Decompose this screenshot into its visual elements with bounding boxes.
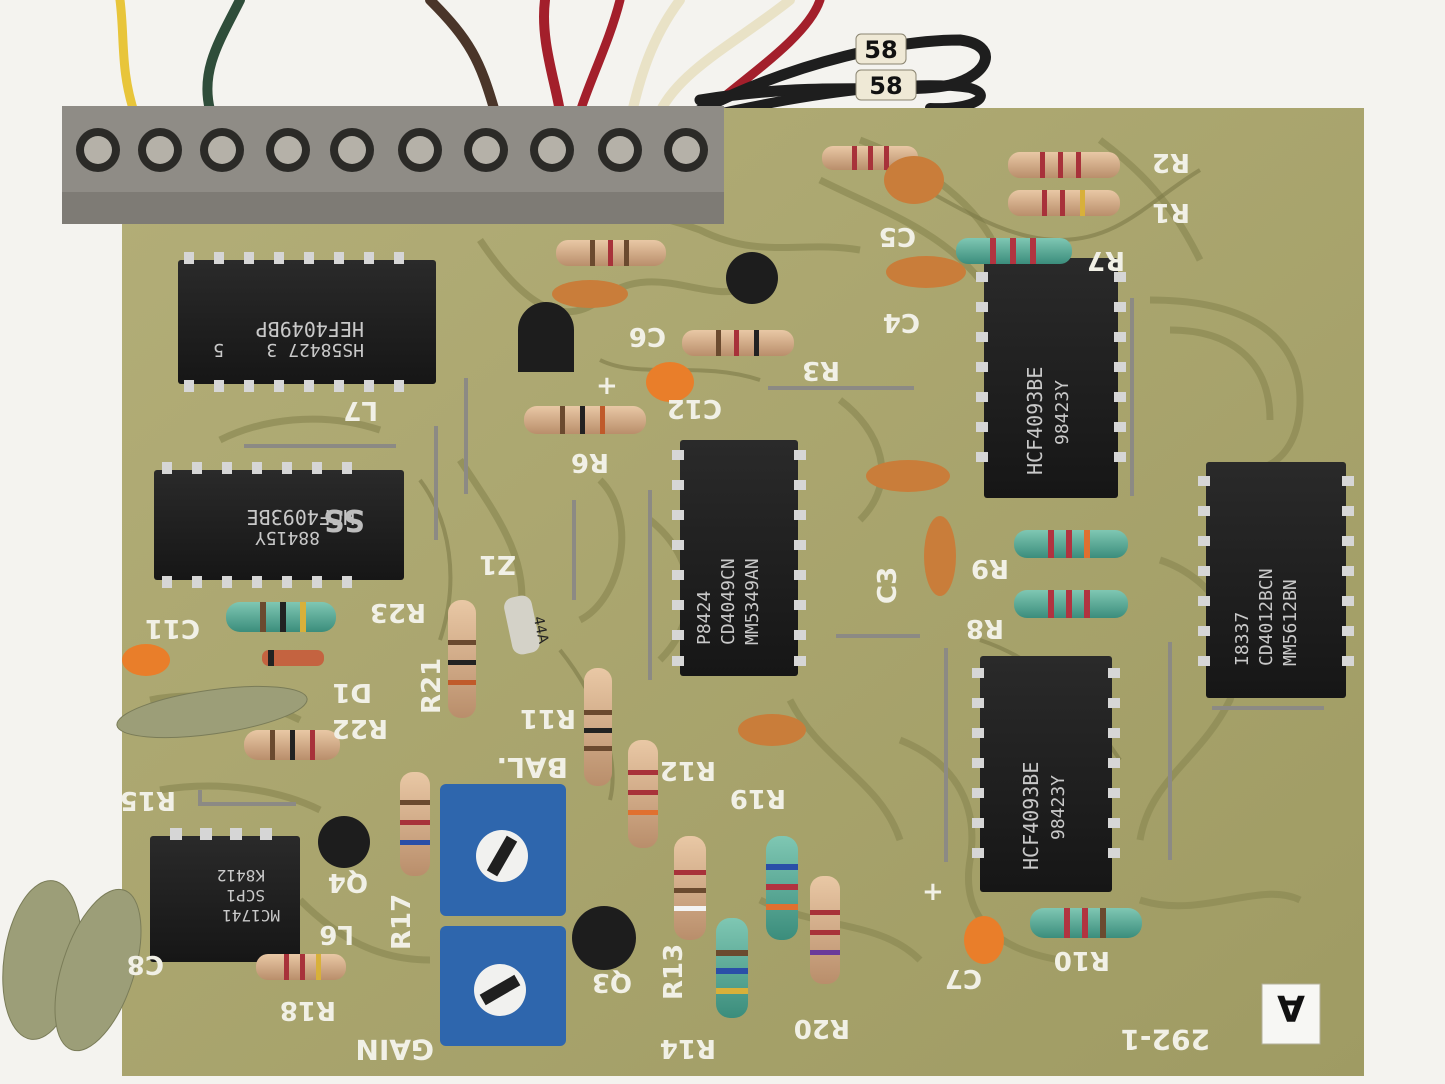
ic-u4-marking: HCF4093BE bbox=[1023, 367, 1047, 475]
zener-z1: 44A bbox=[504, 595, 551, 655]
label-r8: R8 bbox=[966, 613, 1004, 643]
label-r19: R19 bbox=[730, 783, 786, 813]
ic-u2-marking: 88415Y bbox=[255, 527, 320, 548]
label-q4: Q4 bbox=[328, 867, 368, 897]
label-c12: C12 bbox=[667, 393, 722, 423]
label-r15: R15 bbox=[120, 785, 176, 815]
label-c11: C11 bbox=[145, 613, 200, 643]
corner-tag-letter: A bbox=[1277, 987, 1305, 1028]
label-r1: R1 bbox=[1152, 197, 1190, 227]
label-r12: R12 bbox=[660, 755, 716, 785]
ic-u6: I8337 CD4012BCN MM5612BN bbox=[1198, 462, 1354, 698]
label-r14: R14 bbox=[660, 1033, 716, 1063]
label-c7: C7 bbox=[945, 963, 982, 993]
wire-marker-label: 58 bbox=[864, 36, 897, 64]
ic-u4: HCF4093BE 98423Y bbox=[976, 258, 1126, 498]
ic-u5: HCF4093BE 98423Y bbox=[972, 656, 1120, 892]
label-c4: C4 bbox=[883, 307, 920, 337]
ic-u3: P8424 CD4049CN MM5349AN bbox=[672, 440, 806, 676]
ic-u1-marking: HS58427 3 bbox=[266, 339, 364, 360]
label-c3: C3 bbox=[873, 567, 903, 604]
ic-u2: HCF4093BE 88415Y SS bbox=[154, 462, 404, 588]
label-c8: C8 bbox=[127, 949, 164, 979]
label-q3: Q3 bbox=[592, 967, 632, 997]
svg-text:SS: SS bbox=[323, 502, 365, 537]
resistors bbox=[244, 146, 1120, 984]
silkscreen-labels: R1 R2 R3 R6 R7 R8 R9 R10 R11 R12 R13 R14… bbox=[120, 147, 1210, 1066]
ic-u3-marking: P8424 bbox=[694, 591, 715, 645]
terminal-block bbox=[62, 106, 724, 224]
ic-u6-marking: MM5612BN bbox=[1280, 579, 1301, 666]
label-c6: C6 bbox=[629, 321, 666, 351]
resistors-teal bbox=[226, 238, 1142, 1018]
label-z1: Z1 bbox=[479, 549, 516, 579]
capacitors bbox=[552, 156, 966, 746]
label-bal: BAL. bbox=[497, 751, 569, 784]
ic-u4-marking: 98423Y bbox=[1052, 380, 1073, 445]
label-r20: R20 bbox=[794, 1013, 850, 1043]
ic-u1: HEF4049BP HS58427 3 5 bbox=[178, 252, 436, 392]
label-r13: R13 bbox=[659, 944, 689, 1000]
label-plus: + bbox=[922, 877, 944, 907]
jumper-wires bbox=[198, 298, 1324, 862]
wire-marker: 58 58 bbox=[855, 33, 917, 101]
trimmer-bal bbox=[440, 784, 566, 916]
label-r18: R18 bbox=[280, 995, 336, 1025]
ic-u5-marking: HCF4093BE bbox=[1019, 762, 1043, 870]
label-r10: R10 bbox=[1054, 945, 1110, 975]
ic-u3-marking: CD4049CN bbox=[718, 558, 739, 645]
resistor-bands bbox=[270, 146, 1085, 980]
ic-u2-marking: HCF4093BE bbox=[247, 505, 355, 529]
label-r3: R3 bbox=[802, 355, 840, 385]
label-r23: R23 bbox=[370, 597, 426, 627]
corner-tag: A bbox=[1261, 983, 1321, 1045]
board-id: 292-1 bbox=[1120, 1023, 1210, 1056]
label-r22: R22 bbox=[332, 713, 388, 743]
diode-d1 bbox=[262, 650, 324, 666]
zener-label: 44A bbox=[530, 615, 551, 646]
ic-op-amp: MC1741 SCP1 K8412 bbox=[150, 828, 300, 962]
wires bbox=[115, 0, 991, 123]
label-r9: R9 bbox=[971, 553, 1009, 583]
label-gain: GAIN bbox=[355, 1033, 434, 1066]
label-r2: R2 bbox=[1152, 147, 1190, 177]
ic-op-amp-marking: K8412 bbox=[217, 866, 265, 885]
label-c5: C5 bbox=[879, 221, 916, 251]
tantalum-capacitors bbox=[122, 362, 1004, 964]
label-l6: L6 bbox=[319, 919, 354, 949]
wire-marker-label: 58 bbox=[869, 72, 902, 100]
ic-u5-marking: 98423Y bbox=[1048, 775, 1069, 840]
ic-u1-marking: 5 bbox=[213, 339, 224, 360]
label-r21: R21 bbox=[417, 658, 447, 714]
transistors bbox=[318, 252, 778, 970]
label-r17: R17 bbox=[387, 894, 417, 950]
label-d1: D1 bbox=[332, 677, 372, 707]
trimmer-gain bbox=[440, 926, 566, 1046]
ic-op-amp-marking: SCP1 bbox=[226, 886, 265, 905]
label-plus: + bbox=[596, 371, 618, 401]
label-r6: R6 bbox=[571, 447, 609, 477]
ic-op-amp-marking: MC1741 bbox=[222, 906, 280, 925]
ic-u3-marking: MM5349AN bbox=[742, 558, 763, 645]
label-r11: R11 bbox=[520, 703, 576, 733]
ic-u6-marking: CD4012BCN bbox=[1256, 568, 1277, 666]
label-l7: L7 bbox=[343, 395, 378, 425]
ic-u1-marking: HEF4049BP bbox=[256, 317, 364, 341]
label-r7: R7 bbox=[1087, 245, 1125, 275]
film-capacitors bbox=[2, 685, 308, 1052]
ic-u6-marking: I8337 bbox=[1232, 612, 1253, 666]
